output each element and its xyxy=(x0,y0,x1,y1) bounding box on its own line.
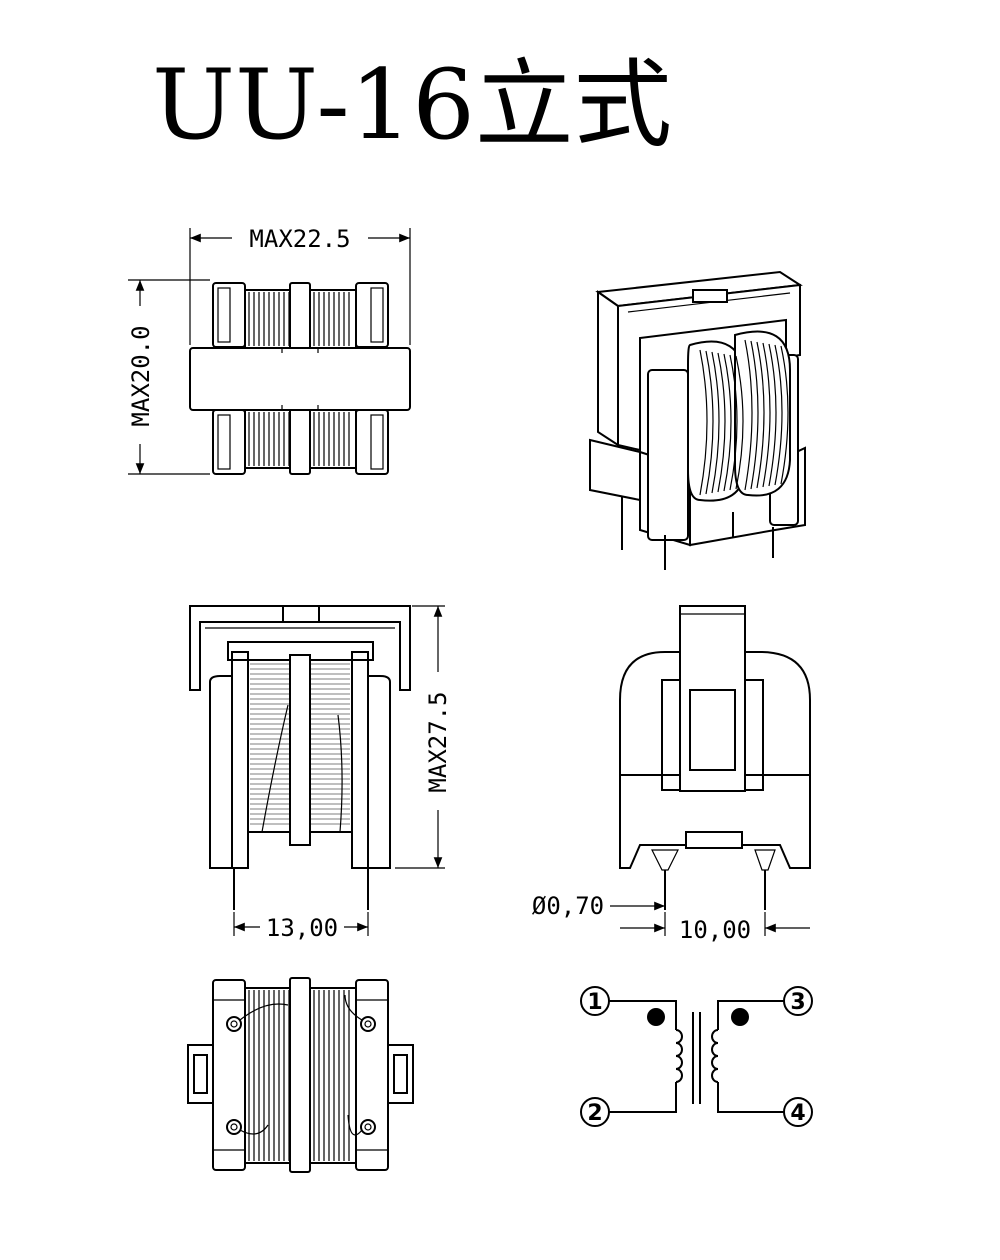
top-view: MAX22.5 MAX20.0 xyxy=(127,225,411,475)
pin-2-label: 2 xyxy=(580,1097,610,1127)
polarity-dot-icon xyxy=(647,1008,665,1026)
pin-3-label: 3 xyxy=(783,986,813,1016)
side-view: Ø0,70 10,00 xyxy=(532,605,811,944)
pin-1-label: 1 xyxy=(580,986,610,1016)
front-pin-pitch-dimension: 13,00 xyxy=(266,914,338,942)
top-depth-dimension: MAX20.0 xyxy=(127,325,155,426)
top-width-dimension: MAX22.5 xyxy=(249,225,350,253)
svg-text:3: 3 xyxy=(790,990,805,1015)
side-pin-pitch-dimension: 10,00 xyxy=(679,916,751,944)
front-view: 13,00 MAX27.5 xyxy=(189,605,452,942)
svg-text:1: 1 xyxy=(587,990,602,1015)
svg-text:4: 4 xyxy=(790,1101,805,1126)
pin-4-label: 4 xyxy=(783,1097,813,1127)
bottom-view xyxy=(187,977,414,1173)
isometric-view xyxy=(589,270,806,570)
page-title: UU-16立式 xyxy=(152,49,672,161)
schematic: 1 2 3 4 xyxy=(580,986,813,1127)
svg-text:2: 2 xyxy=(587,1101,602,1126)
front-height-dimension: MAX27.5 xyxy=(424,691,452,792)
polarity-dot-icon xyxy=(731,1008,749,1026)
pin-diameter-dimension: Ø0,70 xyxy=(532,892,604,920)
